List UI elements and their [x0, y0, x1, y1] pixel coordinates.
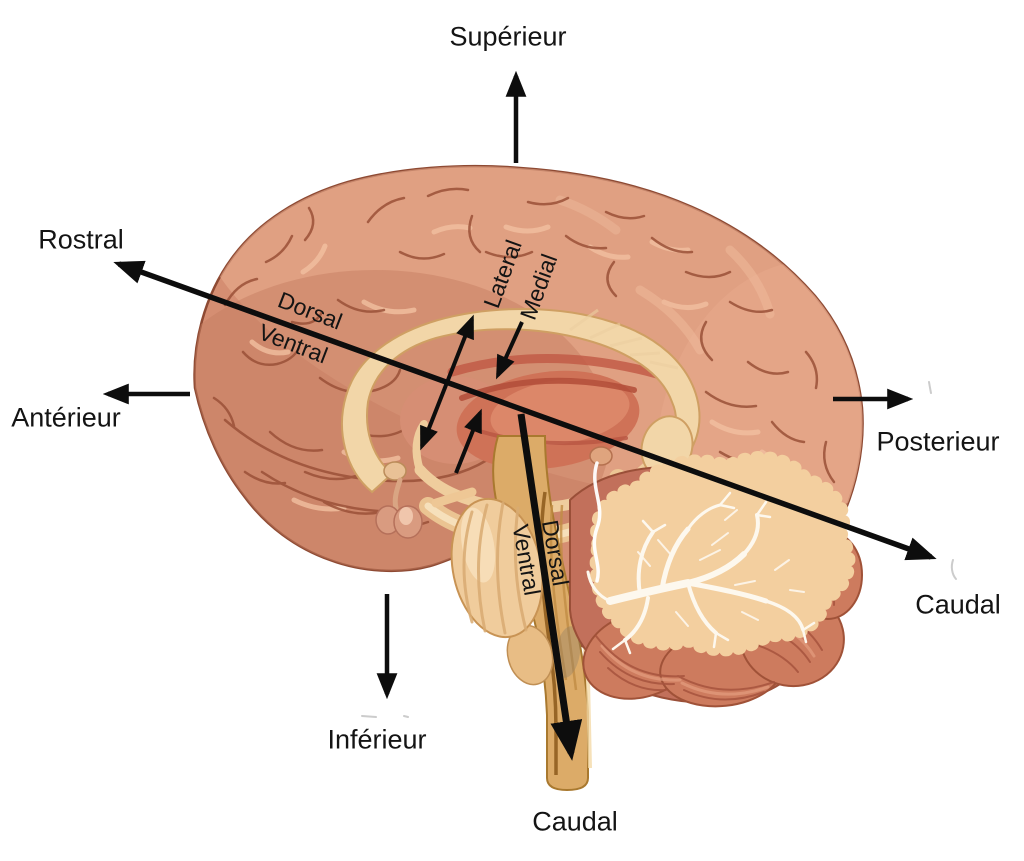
rostral-caudal-axis: [113, 260, 937, 561]
label-caudal-right: Caudal: [915, 589, 1001, 620]
label-inferieur: Inférieur: [327, 724, 427, 755]
direction-arrows: [102, 70, 957, 761]
lateral-pointer: [420, 314, 474, 451]
medial-pointer: [496, 321, 524, 380]
ventral-pointer: [454, 408, 482, 474]
label-rostral: Rostral: [38, 224, 124, 255]
neuraxis-caudal-arrow: [517, 413, 583, 761]
label-superieur: Supérieur: [449, 21, 567, 52]
label-posterieur: Posterieur: [876, 426, 1000, 457]
arbor-vitae: [586, 450, 856, 657]
label-anterieur: Antérieur: [11, 402, 121, 433]
cerebellum: [569, 450, 863, 708]
stray-mark: [928, 381, 932, 394]
stray-mark: [361, 715, 409, 718]
mammillary-body: [383, 461, 407, 481]
label-caudal-bottom: Caudal: [532, 806, 618, 837]
pineal-body: [589, 446, 613, 466]
stray-mark: [950, 559, 957, 580]
